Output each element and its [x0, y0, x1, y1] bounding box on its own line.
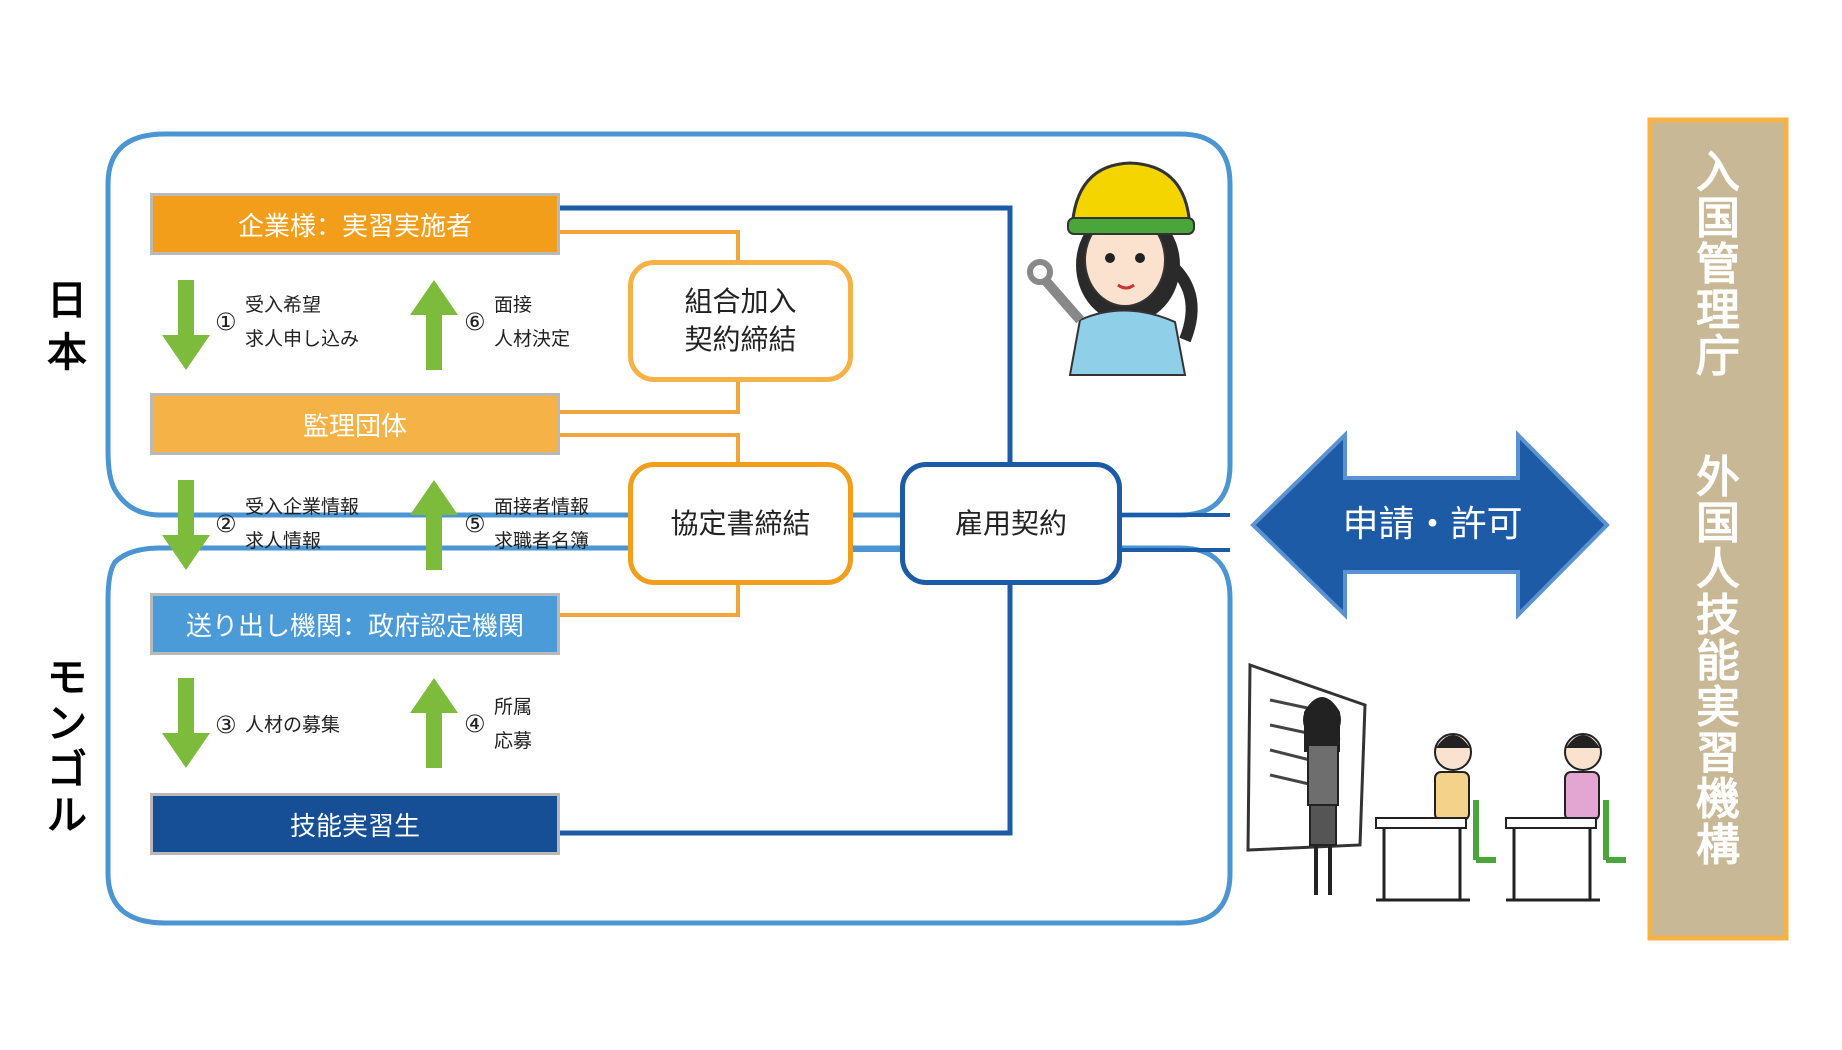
step-5-line-1: 面接者情報	[494, 496, 590, 518]
authority-column	[1647, 117, 1789, 941]
authority-technical-training: 外国人技能実習機構	[1696, 452, 1740, 871]
step-4-line-2: 応募	[494, 730, 533, 752]
union-contract-box: 組合加入 契約締結	[628, 260, 853, 382]
step-4-line-1: 所属	[494, 696, 533, 718]
arrow-up-6	[410, 280, 458, 370]
classroom-teacher-students-illustration	[1246, 662, 1626, 902]
connector-agreement-employment	[852, 513, 902, 552]
step-2: ② 受入企業情報 求人情報	[215, 490, 360, 558]
step-5: ⑤ 面接者情報 求職者名簿	[464, 490, 590, 558]
arrow-up-4	[410, 678, 458, 768]
step-2-line-1: 受入企業情報	[245, 496, 360, 518]
green-arrows	[162, 280, 458, 768]
step-3-line-1: 人材の募集	[245, 714, 341, 736]
mongolia-region-outline	[105, 545, 1233, 926]
sender-box: 送り出し機関：政府認定機関	[150, 593, 560, 655]
step-1-line-1: 受入希望	[245, 294, 322, 316]
step-4-number: ④	[464, 710, 486, 738]
employment-contract-box: 雇用契約	[900, 462, 1122, 585]
region-label-mongolia: モンゴル	[47, 655, 87, 839]
worker-woman-helmet-illustration	[1027, 161, 1198, 376]
arrow-up-5	[410, 480, 458, 570]
arrow-down-3	[162, 678, 210, 768]
connector-employment-region	[1120, 513, 1230, 552]
step-1: ① 受入希望 求人申し込み	[215, 288, 360, 356]
agreement-box: 協定書締結	[628, 462, 853, 585]
union-contract-line-2: 契約締結	[684, 323, 797, 356]
trainee-box: 技能実習生	[150, 793, 560, 855]
step-1-number: ①	[215, 308, 237, 336]
step-2-line-2: 求人情報	[245, 530, 322, 552]
step-6-line-2: 人材決定	[494, 328, 571, 350]
step-6: ⑥ 面接 人材決定	[464, 288, 571, 356]
orange-connectors	[560, 230, 740, 617]
blue-connectors	[560, 205, 1013, 836]
step-6-line-1: 面接	[494, 294, 533, 316]
step-3: ③ 人材の募集	[215, 708, 341, 742]
arrow-down-1	[162, 280, 210, 370]
exchange-label: 申請・許可	[1342, 504, 1523, 545]
step-1-line-2: 求人申し込み	[245, 328, 360, 350]
supervisor-box: 監理団体	[150, 393, 560, 455]
step-5-line-2: 求職者名簿	[494, 530, 590, 552]
step-2-number: ②	[215, 510, 237, 538]
company-box: 企業様：実習実施者	[150, 193, 560, 255]
step-3-number: ③	[215, 711, 237, 739]
step-6-number: ⑥	[464, 308, 486, 336]
authority-immigration: 入国管理庁	[1696, 147, 1740, 382]
union-contract-line-1: 組合加入	[684, 285, 797, 318]
region-label-japan: 日本	[47, 278, 87, 376]
double-arrow-exchange	[1250, 430, 1610, 620]
step-4: ④ 所属 応募	[464, 690, 533, 758]
arrow-down-2	[162, 480, 210, 570]
japan-region-outline	[105, 131, 1233, 518]
step-5-number: ⑤	[464, 510, 486, 538]
